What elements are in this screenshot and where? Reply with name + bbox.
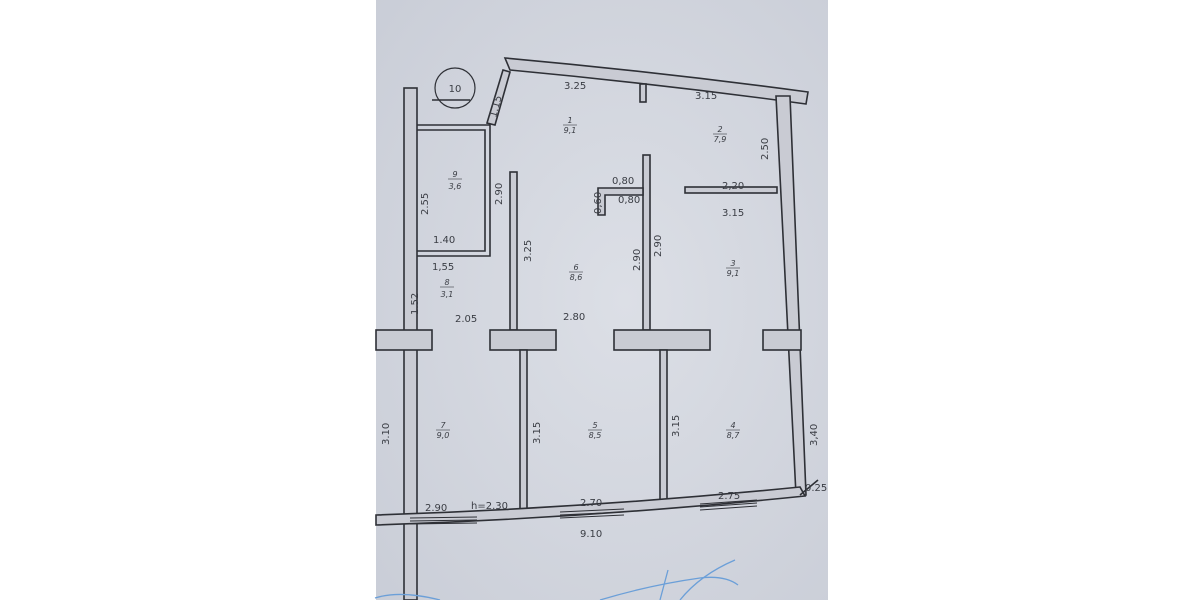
svg-text:9,1: 9,1 <box>727 269 740 278</box>
room-10-label: 10 <box>449 84 462 95</box>
dim: 0,80 <box>618 195 640 206</box>
partition-wall <box>509 171 518 331</box>
dim: 0,80 <box>612 176 634 187</box>
room-2: 27,9 <box>713 125 727 144</box>
dim: 1.40 <box>433 235 455 246</box>
svg-text:3,1: 3,1 <box>441 290 454 299</box>
dim: 3.15 <box>671 415 682 437</box>
dim: 3.15 <box>695 91 717 102</box>
pier <box>762 329 802 351</box>
dim: 2.70 <box>580 498 602 509</box>
dim: 3.15 <box>532 422 543 444</box>
signature <box>374 559 739 600</box>
pier <box>613 329 711 351</box>
svg-text:3: 3 <box>730 259 735 268</box>
svg-text:9,1: 9,1 <box>564 126 577 135</box>
niche-wall <box>597 187 644 216</box>
room-3: 39,1 <box>726 259 740 278</box>
dim: 2.90 <box>632 249 643 271</box>
dim: h=2.30 <box>471 501 508 512</box>
svg-text:7: 7 <box>440 421 446 430</box>
top-wall <box>503 57 809 105</box>
svg-text:1: 1 <box>567 116 572 125</box>
svg-text:4: 4 <box>730 421 735 430</box>
dim: 2.55 <box>420 193 431 215</box>
dim: 0,60 <box>593 192 604 214</box>
dim: 2.90 <box>653 235 664 257</box>
dim: 2.50 <box>760 138 771 160</box>
dim: 3.25 <box>564 81 586 92</box>
windows <box>409 499 758 525</box>
room-7: 79,0 <box>436 421 450 440</box>
room-5: 58,5 <box>588 421 602 440</box>
svg-text:8,5: 8,5 <box>589 431 602 440</box>
walls <box>375 57 819 600</box>
dim: 3.25 <box>523 240 534 262</box>
svg-text:9: 9 <box>452 170 457 179</box>
dim: 2.90 <box>425 503 447 514</box>
pier <box>375 329 433 351</box>
dimension-labels: 3.25 3.15 1.15 2.50 2.55 2.90 1.40 1,55 … <box>381 81 827 540</box>
dim: 1.52 <box>410 293 421 315</box>
room-8: 83,1 <box>440 278 454 299</box>
room9-walls <box>417 124 491 257</box>
room-9: 93,6 <box>448 170 462 191</box>
dim: 0.25 <box>805 483 827 494</box>
dim: 3.10 <box>381 423 392 445</box>
svg-text:8,7: 8,7 <box>727 431 741 440</box>
partition-wall <box>519 349 528 517</box>
bottom-wall <box>375 486 807 526</box>
partition-wall <box>642 154 651 331</box>
dim: 2,20 <box>722 181 744 192</box>
dim: 2.05 <box>455 314 477 325</box>
room-6: 68,6 <box>569 263 583 282</box>
dim: 2.80 <box>563 312 585 323</box>
pier <box>489 329 557 351</box>
dim: 3.15 <box>722 208 744 219</box>
room-labels: 19,1 27,9 39,1 48,7 58,5 68,6 79,0 83,1 … <box>436 116 740 440</box>
right-wall <box>775 95 807 496</box>
svg-text:9,0: 9,0 <box>437 431 450 440</box>
partition-wall <box>659 349 668 506</box>
diagonal-wall <box>485 69 511 126</box>
dim: 3,40 <box>809 424 820 446</box>
room-10-circle <box>434 67 476 109</box>
svg-text:7,9: 7,9 <box>714 135 727 144</box>
svg-text:6: 6 <box>573 263 578 272</box>
svg-text:2: 2 <box>717 125 722 134</box>
dim: 9.10 <box>580 529 602 540</box>
svg-text:8,6: 8,6 <box>570 273 583 282</box>
svg-text:8: 8 <box>444 278 449 287</box>
svg-text:5: 5 <box>592 421 597 430</box>
dim: 2.75 <box>718 491 740 502</box>
top-stub-wall <box>639 83 647 103</box>
svg-text:3,6: 3,6 <box>449 182 462 191</box>
partition-wall <box>684 186 778 194</box>
dim: 1,55 <box>432 262 454 273</box>
room-4: 48,7 <box>726 421 740 440</box>
room-1: 19,1 <box>563 116 577 135</box>
dim: 2.90 <box>494 183 505 205</box>
